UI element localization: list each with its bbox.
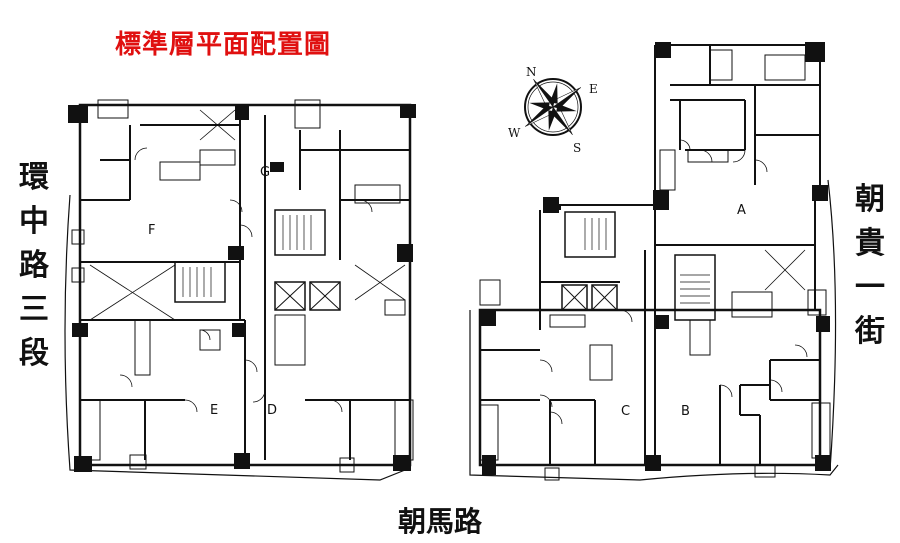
east-columns [480,42,831,475]
east-building [469,44,839,481]
unit-label-b: B [681,404,690,419]
road-char: 朝 [855,182,885,217]
road-label-west: 環 中 路 三 段 [14,156,54,376]
road-label-east: 朝 貴 一 街 [850,178,890,354]
unit-label-f: F [148,223,156,238]
road-char: 中 [19,204,49,239]
compass-e: E [589,82,598,96]
road-char: 路 [19,248,49,283]
road-char: 段 [19,336,49,371]
unit-label-c: C [621,404,631,419]
east-fixtures [479,49,831,481]
road-char: 環 [19,160,49,195]
road-char: 貴 [855,226,885,261]
compass-rose-icon [524,78,582,136]
unit-label-e: E [210,403,219,418]
page-title: 標準層平面配置圖 [115,30,332,60]
road-char: 街 [855,314,885,349]
road-char: 三 [19,292,49,327]
west-building [64,103,412,481]
road-label-south: 朝馬路 [398,505,483,538]
compass-s: S [573,141,581,155]
compass-w: W [508,126,521,140]
unit-label-g: G [260,165,271,180]
compass-n: N [526,65,537,79]
unit-label-a: A [737,203,746,218]
road-char: 一 [855,270,885,305]
west-fixtures [71,99,414,473]
unit-label-d: D [267,403,278,418]
